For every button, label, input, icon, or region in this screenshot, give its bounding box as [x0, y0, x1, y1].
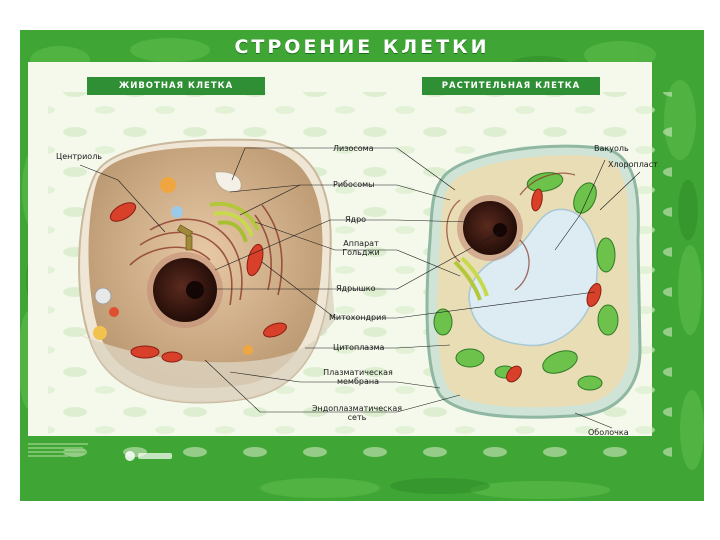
animal-cell: [70, 140, 335, 403]
label-centriole: Центриоль: [56, 152, 102, 161]
label-golgi-line1: Аппарат: [336, 239, 386, 248]
label-plasma-membrane: Плазматическая мембрана: [313, 368, 403, 386]
label-er-line1: Эндоплазматическая: [303, 404, 411, 413]
label-mitochondria: Митохондрия: [329, 313, 386, 322]
label-golgi: Аппарат Гольджи: [336, 239, 386, 257]
label-golgi-line2: Гольджи: [336, 248, 386, 257]
label-nucleolus: Ядрышко: [336, 284, 376, 293]
label-er-line2: сеть: [303, 413, 411, 422]
label-ribosomes: Рибосомы: [333, 180, 375, 189]
label-membrane-line2: мембрана: [313, 377, 403, 386]
plant-cell: [427, 146, 640, 417]
publisher-logo-icon: [124, 449, 176, 463]
animal-nucleus: [153, 258, 217, 322]
animal-cell-label: ЖИВОТНАЯ КЛЕТКА: [87, 77, 265, 95]
publisher-fine-print: [28, 441, 138, 459]
label-chloroplast: Хлоропласт: [608, 160, 658, 169]
label-membrane-line1: Плазматическая: [313, 368, 403, 377]
label-cytoplasm: Цитоплазма: [333, 343, 384, 352]
plant-cell-label: РАСТИТЕЛЬНАЯ КЛЕТКА: [422, 77, 600, 95]
label-vacuole: Вакуоль: [594, 144, 629, 153]
plant-nucleus: [463, 201, 517, 255]
label-lysosome: Лизосома: [333, 144, 374, 153]
label-nucleus: Ядро: [345, 215, 366, 224]
animal-nucleolus: [186, 281, 204, 299]
label-er: Эндоплазматическая сеть: [303, 404, 411, 422]
label-cell-wall: Оболочка: [588, 428, 629, 437]
